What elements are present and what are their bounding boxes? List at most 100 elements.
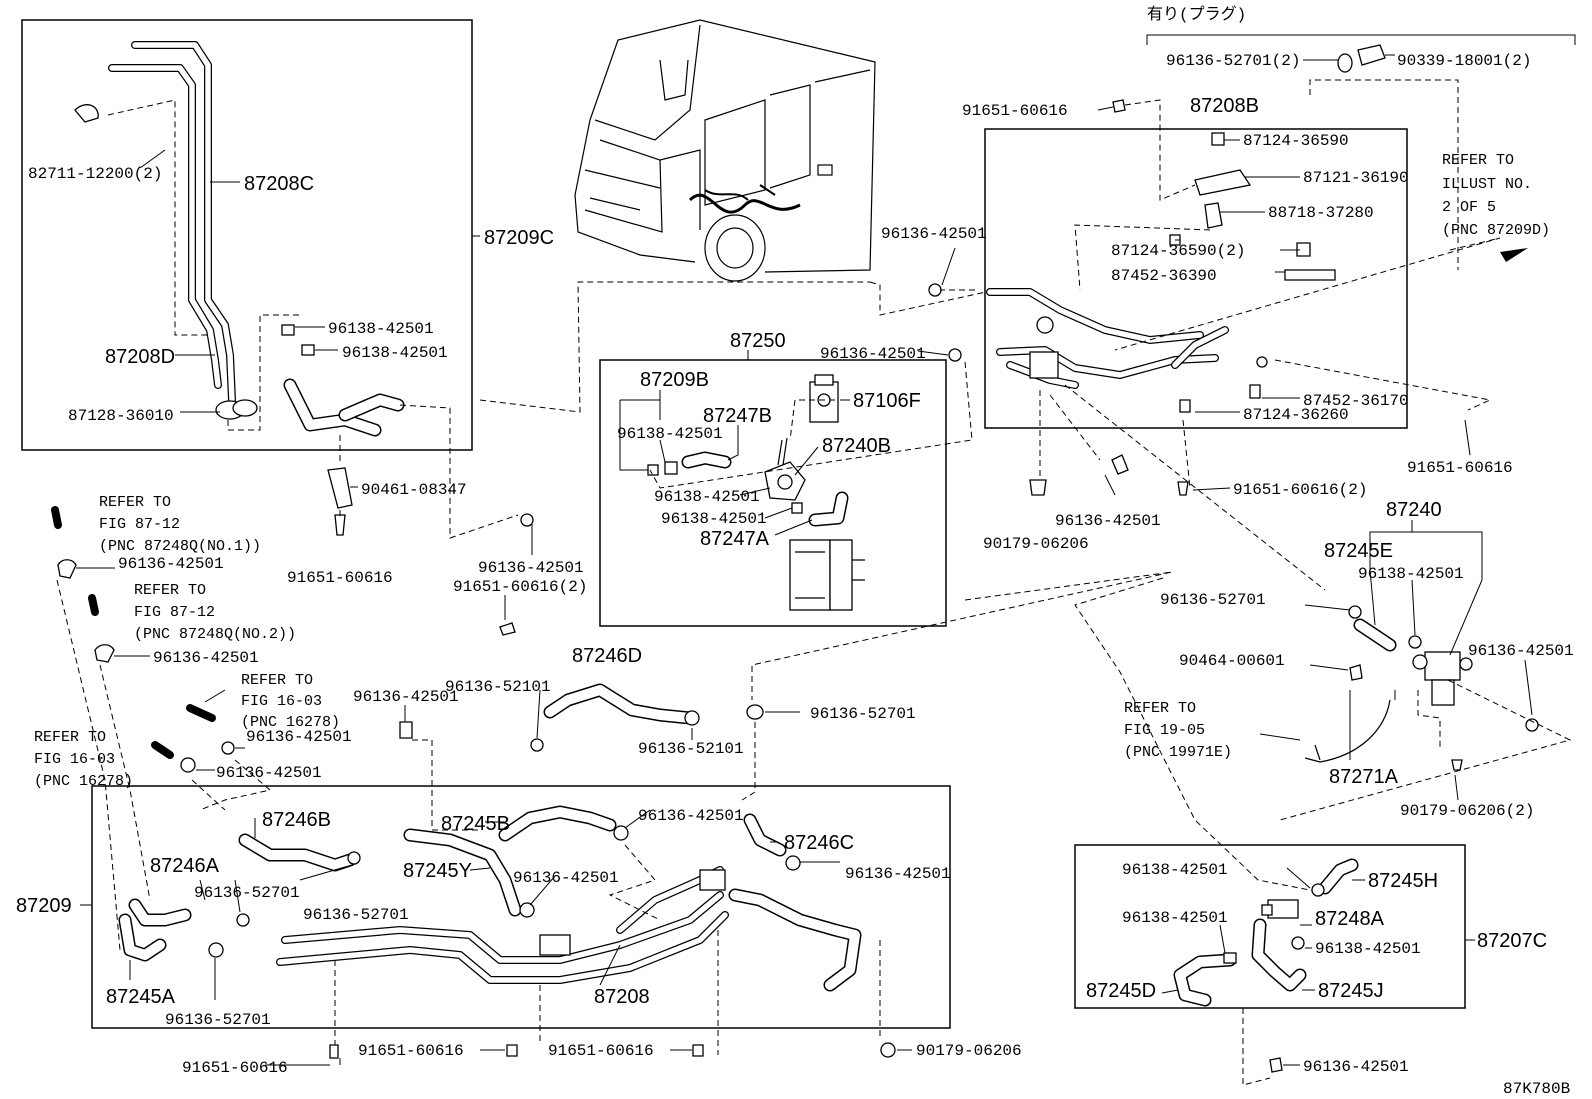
label-96136-42501-i: 96136-42501 xyxy=(118,555,224,573)
clip-96136-52701-e xyxy=(347,851,361,865)
label-90179-06206-2: 90179-06206(2) xyxy=(1400,802,1534,820)
refer-87-12-2-line-1: REFER TO xyxy=(134,582,206,599)
clip-96138-h xyxy=(1223,952,1237,964)
plug-90179-a xyxy=(1029,479,1047,496)
label-96136-42501-n: 96136-42501 xyxy=(513,869,619,887)
hose-87246B xyxy=(238,833,357,872)
clip-96136-52701-b xyxy=(1348,605,1362,619)
refer-16-03-b-line-2: FIG 16-03 xyxy=(34,751,115,768)
bracket-87452-36170 xyxy=(1249,384,1261,399)
clip-96136-52701-d xyxy=(236,913,250,927)
label-87240B: 87240B xyxy=(822,435,891,457)
bolt-91651-2b xyxy=(499,622,516,636)
label-96136-42501-g: 96136-42501 xyxy=(478,559,584,577)
refer-16-03-a-line-1: REFER TO xyxy=(241,672,313,689)
label-82711-12200: 82711-12200(2) xyxy=(28,165,162,183)
clip-87124-36260 xyxy=(1179,399,1191,413)
label-87245Y: 87245Y xyxy=(403,860,472,882)
bolt-91651-2a xyxy=(1177,481,1189,496)
label-96136-52701-b: 96136-52701 xyxy=(1160,591,1266,609)
clip-96136-52701-top xyxy=(1337,53,1353,73)
label-96138-42501-e: 96138-42501 xyxy=(661,510,767,528)
vehicle-illustration xyxy=(574,19,876,282)
refer-16-03-b-line-1: REFER TO xyxy=(34,729,106,746)
label-87250: 87250 xyxy=(730,330,786,352)
pipe-ref-87-12-2 xyxy=(88,594,99,616)
box-87250 xyxy=(599,359,947,627)
hose-87246C xyxy=(743,813,787,857)
label-87246A: 87246A xyxy=(150,855,220,877)
label-87271A: 87271A xyxy=(1329,766,1399,788)
label-87208D: 87208D xyxy=(105,346,175,368)
label-87208: 87208 xyxy=(594,986,650,1008)
label-96136-52101-a: 96136-52101 xyxy=(445,678,551,696)
label-96136-52101-b: 96136-52101 xyxy=(638,740,744,758)
label-87452-36390: 87452-36390 xyxy=(1111,267,1217,285)
label-87247A: 87247A xyxy=(700,528,770,550)
hose-87247A xyxy=(808,491,849,527)
label-87208C: 87208C xyxy=(244,173,314,195)
label-91651-60616-r: 91651-60616 xyxy=(1407,459,1513,477)
clip-88718 xyxy=(1204,202,1223,229)
clip-96138-d xyxy=(664,461,678,475)
label-96136-42501-l2: 96136-42501 xyxy=(216,764,322,782)
grommet-87128 xyxy=(215,399,258,420)
label-87209C: 87209C xyxy=(484,227,554,249)
hose-87247B xyxy=(681,451,732,469)
bolt-91651-a xyxy=(334,514,346,536)
hose-87245J xyxy=(1251,918,1307,992)
clip-96136-i xyxy=(57,559,77,579)
pipe-ref-16-03-b xyxy=(151,741,174,759)
label-96136-42501-m: 96136-42501 xyxy=(638,807,744,825)
clip-96138-a xyxy=(281,324,295,336)
heater-unit xyxy=(789,539,865,611)
refer-to-notes: REFER TO ILLUST NO. 2 OF 5 (PNC 87209D) … xyxy=(34,152,1550,790)
clip-96136-e xyxy=(928,283,942,297)
clip-96136-m xyxy=(613,825,629,841)
hose-87245D xyxy=(1173,953,1237,1007)
label-96138-42501-i: 96138-42501 xyxy=(1315,940,1421,958)
bracket-87121 xyxy=(1194,169,1252,196)
hose-87209C-lower xyxy=(283,378,405,437)
label-96136-42501-e: 96136-42501 xyxy=(881,225,987,243)
clip-96136-52101-b xyxy=(684,710,700,726)
label-96138-42501-h: 96138-42501 xyxy=(1122,909,1228,927)
label-96136-42501-k-top: 96136-42501 xyxy=(353,688,459,706)
clip-87124-36590 xyxy=(1211,132,1225,146)
clip-96136-h xyxy=(1525,718,1539,732)
arrow-refer-icon xyxy=(1500,248,1528,262)
refer-16-03-a-line-3: (PNC 16278) xyxy=(241,714,340,731)
label-87207C: 87207C xyxy=(1477,930,1547,952)
label-87245B: 87245B xyxy=(441,813,510,835)
pipe-ref-16-03-a xyxy=(186,704,216,722)
clip-96136-52701-f xyxy=(208,942,224,958)
refer-87-12-2-line-2: FIG 87-12 xyxy=(134,604,215,621)
hose-87245Y xyxy=(403,828,522,917)
plug-90339 xyxy=(1357,44,1386,66)
bolt-91651-b2 xyxy=(506,1044,518,1057)
refer-87-12-1-line-1: REFER TO xyxy=(99,494,171,511)
label-96136-52701-e: 96136-52701 xyxy=(303,906,409,924)
label-90179-06206-a: 90179-06206 xyxy=(983,535,1089,553)
label-87124-36590-2: 87124-36590(2) xyxy=(1111,242,1245,260)
label-87245H: 87245H xyxy=(1368,870,1438,892)
label-96136-52701-top: 96136-52701(2) xyxy=(1166,52,1300,70)
clamp-90464 xyxy=(1349,664,1363,681)
label-91651-60616-2b: 91651-60616(2) xyxy=(453,578,587,596)
box-87209C xyxy=(21,19,473,451)
clip-96136-g xyxy=(520,513,534,527)
label-96136-52701-d: 96136-52701 xyxy=(194,884,300,902)
label-87245J: 87245J xyxy=(1318,980,1384,1002)
box-87207C xyxy=(1074,844,1466,1009)
refer-87-12-1-line-3: (PNC 87248Q(NO.1)) xyxy=(99,538,261,555)
pipe-ref-87-12-1 xyxy=(51,506,62,529)
refer-87-12-1-line-2: FIG 87-12 xyxy=(99,516,180,533)
clip-96136-l xyxy=(399,721,413,739)
hose-87246D xyxy=(543,683,697,725)
clip-96136-o xyxy=(785,855,801,871)
clip-96138-c xyxy=(647,464,659,476)
label-90464-00601: 90464-00601 xyxy=(1179,652,1285,670)
refer-illust-line-2: ILLUST NO. xyxy=(1442,176,1532,193)
hose-87245E xyxy=(1353,618,1397,652)
hose-87245C-right xyxy=(728,888,862,992)
